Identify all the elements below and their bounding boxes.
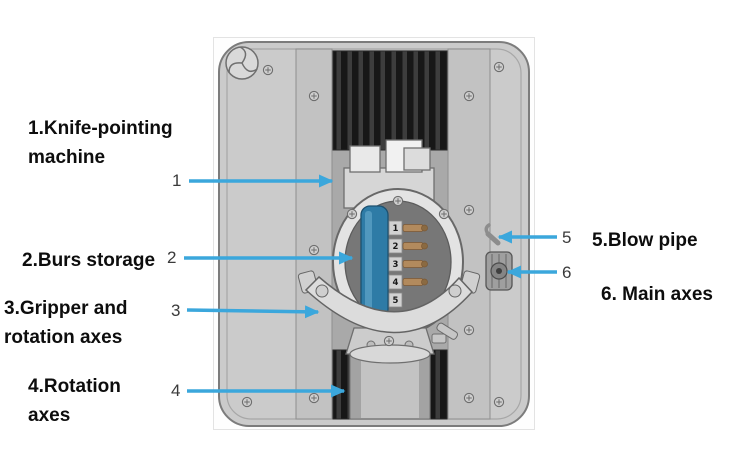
burs-slot-number-1: 1 xyxy=(393,224,399,234)
burs-slot-number-3: 3 xyxy=(393,260,399,270)
callout-number-1: 1 xyxy=(172,171,182,190)
callout-number-2: 2 xyxy=(167,248,177,267)
callout-number-3: 3 xyxy=(171,301,181,320)
burs-slot-number-4: 4 xyxy=(393,278,399,288)
callout-number-6: 6 xyxy=(562,263,572,282)
fan-icon xyxy=(225,46,259,80)
label-knife-pointing-machine: 1.Knife-pointing machine xyxy=(28,118,173,168)
label-blow-pipe: 5.Blow pipe xyxy=(592,230,698,251)
callout-arrows xyxy=(184,174,557,398)
burs-slot-number-2: 2 xyxy=(393,242,399,252)
burs-slot-tabs xyxy=(388,220,403,308)
burs-pins xyxy=(402,224,428,286)
blow-pipe xyxy=(484,223,501,246)
label-gripper-rotation-axes: 3.Gripper and rotation axes xyxy=(4,298,128,348)
arrow-3 xyxy=(186,305,320,319)
burs-slot-number-5: 5 xyxy=(393,296,399,306)
label-rotation-axes: 4.Rotation axes xyxy=(28,376,121,426)
rotation-axes-cylinder xyxy=(345,327,447,420)
label-burs-storage: 2.Burs storage xyxy=(22,250,156,271)
label-main-axes: 6. Main axes xyxy=(601,284,713,305)
burs-storage: 1 2 3 4 5 xyxy=(360,205,428,319)
callout-number-4: 4 xyxy=(171,381,181,400)
callout-number-5: 5 xyxy=(562,228,572,247)
gripper-arc xyxy=(297,270,481,347)
